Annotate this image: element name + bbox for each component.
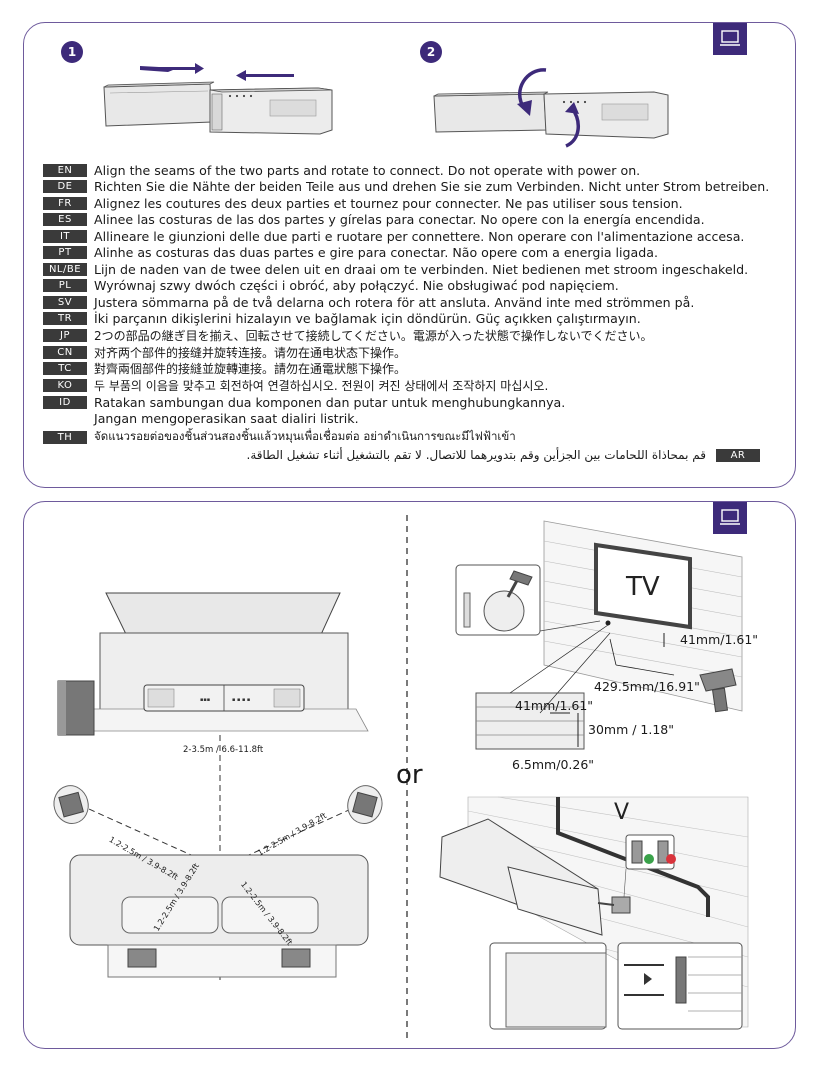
lang-tag-en: EN	[43, 163, 87, 177]
instruction-ko: KO 두 부품의 이음을 맞추고 회전하여 연결하십시오. 전원이 켜진 상태에서…	[43, 377, 548, 393]
height-offset-label: 41mm/1.61"	[680, 632, 759, 647]
instruction-text: Lijn de naden van de twee delen uit en d…	[94, 261, 749, 277]
lang-tag-es: ES	[43, 212, 87, 226]
instruction-es: ES Alinee las costuras de las dos partes …	[43, 211, 705, 227]
instruction-text: 对齐两个部件的接缝并旋转连接。请勿在通电状态下操作。	[94, 345, 407, 360]
instruction-text: 2つの部品の継ぎ目を揃え、回転させて接続してください。電源が入った状態で操作しな…	[94, 328, 653, 343]
instruction-fr: FR Alignez les coutures des deux parties …	[43, 195, 683, 211]
instruction-text: Ratakan sambungan dua komponen dan putar…	[94, 394, 566, 410]
step-1-badge: 1	[61, 41, 83, 63]
instruction-pt: PT Alinhe as costuras das duas partes e g…	[43, 244, 658, 260]
wall-mount-illustration: TV	[455, 520, 743, 750]
instruction-nl: NL/BE Lijn de naden van de twee delen uit…	[43, 261, 748, 277]
room-placement-illustration: ▪▪▪ ▪ ▪ ▪ ▪	[53, 592, 383, 980]
instruction-ar: قم بمحاذاة اللحامات بين الجزأين وقم بتدو…	[246, 447, 760, 463]
tv-distance-label: 2-3.5m / 6.6-11.8ft	[183, 745, 264, 755]
lang-tag-ar: AR	[716, 448, 760, 462]
instruction-text: Align the seams of the two parts and rot…	[94, 162, 641, 178]
instruction-tr: TR İki parçanın dikişlerini hizalayın ve …	[43, 310, 641, 326]
step-2-illustration	[433, 68, 669, 148]
detail-width-label: 41mm/1.61"	[515, 698, 594, 713]
instruction-text: قم بمحاذاة اللحامات بين الجزأين وقم بتدو…	[246, 448, 707, 462]
svg-text:▪ ▪ ▪ ▪: ▪ ▪ ▪ ▪	[232, 697, 250, 703]
instruction-text: Wyrównaj szwy dwóch części i obróć, aby …	[94, 277, 619, 293]
instruction-cn: CN 对齐两个部件的接缝并旋转连接。请勿在通电状态下操作。	[43, 344, 406, 360]
lang-tag-tr: TR	[43, 311, 87, 325]
instruction-sv: SV Justera sömmarna på de två delarna och…	[43, 294, 694, 310]
lang-tag-sv: SV	[43, 295, 87, 309]
instruction-text: Alinee las costuras de las dos partes y …	[94, 211, 705, 227]
detail-height-label: 30mm / 1.18"	[588, 722, 674, 737]
detail-gap-label: 6.5mm/0.26"	[512, 757, 595, 772]
lang-tag-tc: TC	[43, 361, 87, 375]
instruction-text: Alinhe as costuras das duas partes e gir…	[94, 244, 658, 260]
svg-text:V: V	[614, 800, 629, 825]
manual-icon	[713, 23, 747, 55]
instruction-text: 對齊兩個部件的接縫並旋轉連接。請勿在通電狀態下操作。	[94, 361, 407, 376]
instruction-id: ID Ratakan sambungan dua komponen dan put…	[43, 394, 565, 410]
instruction-en: EN Align the seams of the two parts and r…	[43, 162, 640, 178]
lang-tag-pl: PL	[43, 278, 87, 292]
instruction-text: Jangan mengoperasikan saat dialiri listr…	[94, 411, 359, 426]
lang-tag-jp: JP	[43, 328, 87, 342]
lang-tag-ko: KO	[43, 378, 87, 392]
tv-label: TV	[625, 572, 660, 602]
instruction-tc: TC 對齊兩個部件的接縫並旋轉連接。請勿在通電狀態下操作。	[43, 360, 406, 376]
instruction-text: จัดแนวรอยต่อของชิ้นส่วนสองชิ้นแล้วหมุนเพ…	[94, 429, 516, 443]
lang-tag-th: TH	[43, 430, 87, 444]
instruction-it: IT Allineare le giunzioni delle due parti…	[43, 228, 744, 244]
lang-tag-nl: NL/BE	[43, 262, 87, 276]
instruction-text: Justera sömmarna på de två delarna och r…	[94, 294, 695, 310]
or-label: or	[396, 760, 423, 790]
svg-text:▪▪▪: ▪▪▪	[200, 697, 210, 703]
soundbar-mount-illustration: V	[439, 796, 749, 1030]
step-1-illustration	[103, 63, 333, 135]
lang-tag-id: ID	[43, 395, 87, 409]
hole-spacing-label: 429.5mm/16.91"	[594, 679, 700, 694]
lang-tag-pt: PT	[43, 245, 87, 259]
instruction-text: 두 부품의 이음을 맞추고 회전하여 연결하십시오. 전원이 켜진 상태에서 조…	[94, 378, 549, 393]
lang-tag-de: DE	[43, 179, 87, 193]
manual-icon	[713, 502, 747, 534]
step-2-badge: 2	[420, 41, 442, 63]
lang-tag-cn: CN	[43, 345, 87, 359]
instruction-text: İki parçanın dikişlerini hizalayın ve ba…	[94, 310, 641, 326]
instruction-pl: PL Wyrównaj szwy dwóch części i obróć, ab…	[43, 277, 619, 293]
instruction-th: TH จัดแนวรอยต่อของชิ้นส่วนสองชิ้นแล้วหมุน…	[43, 429, 516, 445]
instruction-text: Alignez les coutures des deux parties et…	[94, 195, 683, 211]
lang-tag-fr: FR	[43, 196, 87, 210]
instruction-text: Richten Sie die Nähte der beiden Teile a…	[94, 178, 770, 194]
instruction-de: DE Richten Sie die Nähte der beiden Teile…	[43, 178, 769, 194]
lang-tag-it: IT	[43, 229, 87, 243]
instruction-jp: JP 2つの部品の継ぎ目を揃え、回転させて接続してください。電源が入った状態で操作…	[43, 327, 653, 343]
instruction-text: Allineare le giunzioni delle due parti e…	[94, 228, 745, 244]
